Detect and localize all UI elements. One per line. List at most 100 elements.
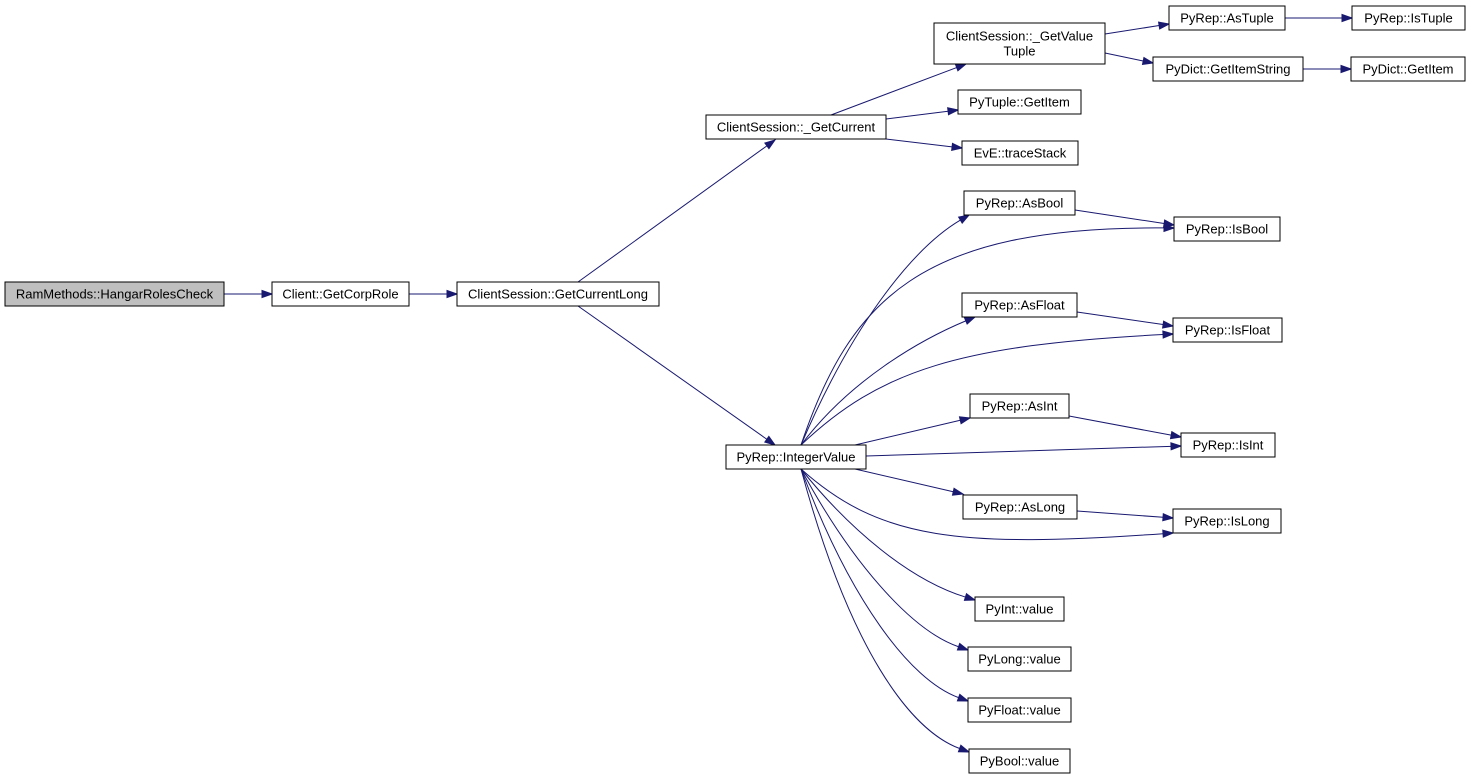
edge-line (800, 227, 1165, 446)
node-label: Client::GetCorpRole (282, 287, 398, 302)
edge-line (854, 468, 954, 493)
function-node[interactable]: PyRep::IsInt (1180, 432, 1276, 458)
function-node[interactable]: PyRep::IsBool (1173, 216, 1281, 242)
function-node[interactable]: PyTuple::GetItem (957, 89, 1082, 115)
edge-n11-n15 (800, 330, 1175, 446)
node-label: PyBool::value (980, 754, 1060, 769)
edge-arrowhead (954, 63, 968, 72)
node-box (271, 281, 410, 307)
node-label: PyDict::GetItemString (1166, 62, 1291, 77)
node-box (1172, 317, 1283, 343)
node-box (1168, 5, 1286, 31)
node-box (961, 292, 1078, 318)
node-label: PyRep::IsTuple (1364, 11, 1452, 26)
node-box (967, 646, 1072, 672)
edge-n11-n21 (800, 468, 970, 651)
edge-line (800, 334, 1164, 446)
edge-arrowhead (958, 416, 972, 425)
edge-arrowhead (1162, 513, 1175, 522)
edge-n11-n14 (800, 316, 977, 446)
edge-n11-n22 (800, 468, 970, 702)
function-node[interactable]: ClientSession::GetCurrentLong (456, 281, 660, 307)
node-box (1351, 5, 1466, 31)
edge-line (1074, 209, 1165, 224)
node-box (933, 22, 1106, 65)
function-node[interactable]: PyRep::AsBool (963, 190, 1076, 216)
node-label: PyRep::IsFloat (1185, 323, 1271, 338)
edge-n11-n17 (865, 442, 1183, 457)
edge-arrowhead (261, 289, 274, 299)
edge-arrowhead (956, 693, 970, 702)
node-box (974, 596, 1065, 622)
node-box (1173, 216, 1281, 242)
edge-n11-n23 (800, 468, 971, 753)
edge-arrowhead (1170, 442, 1183, 451)
edge-n14-n15 (1076, 311, 1175, 329)
edge-line (577, 145, 768, 283)
node-box (1350, 56, 1466, 82)
node-label: ClientSession::GetCurrentLong (468, 287, 648, 302)
edge-arrowhead (963, 592, 977, 601)
node-box (725, 444, 867, 470)
node-box (1152, 56, 1304, 82)
edge-line (865, 445, 1172, 457)
edge-n12-n13 (1074, 209, 1176, 228)
edge-arrowhead (764, 139, 777, 150)
function-node[interactable]: PyDict::GetItem (1350, 56, 1466, 82)
function-node[interactable]: PyRep::IsFloat (1172, 317, 1283, 343)
node-label: PyRep::AsLong (975, 500, 1065, 515)
function-node[interactable]: EvE::traceStack (961, 140, 1079, 166)
function-node[interactable]: PyRep::AsTuple (1168, 5, 1286, 31)
function-node[interactable]: PyBool::value (968, 748, 1071, 774)
edge-line (854, 419, 961, 446)
node-box (4, 281, 225, 307)
function-node[interactable]: PyDict::GetItemString (1152, 56, 1304, 82)
node-label: PyDict::GetItem (1362, 62, 1453, 77)
function-node[interactable]: PyFloat::value (967, 697, 1072, 723)
edge-n11-n16 (854, 416, 972, 446)
node-box (969, 393, 1070, 419)
edge-line (800, 468, 966, 598)
edge-n3-n10 (885, 138, 964, 151)
function-node[interactable]: PyRep::IsLong (1172, 508, 1282, 534)
function-node[interactable]: PyRep::IsTuple (1351, 5, 1466, 31)
edge-arrowhead (1341, 13, 1354, 23)
edge-arrowhead (446, 289, 459, 299)
function-node[interactable]: Client::GetCorpRole (271, 281, 410, 307)
edge-n3-n4 (830, 63, 968, 116)
edge-line (800, 320, 966, 446)
edge-n11-n19 (800, 468, 1175, 541)
edge-arrowhead (1162, 330, 1175, 339)
node-box (1172, 508, 1282, 534)
node-box (962, 494, 1078, 520)
node-label: PyTuple::GetItem (969, 95, 1070, 110)
function-node[interactable]: PyRep::AsLong (962, 494, 1078, 520)
function-node[interactable]: PyRep::IntegerValue (725, 444, 867, 470)
node-label: ClientSession::_GetCurrent (717, 120, 876, 135)
function-node[interactable]: PyRep::AsInt (969, 393, 1070, 419)
node-label: PyRep::IntegerValue (737, 450, 856, 465)
node-label: PyRep::IsBool (1186, 222, 1268, 237)
node-label: PyRep::AsFloat (974, 298, 1065, 313)
function-node[interactable]: ClientSession::_GetCurrent (705, 114, 887, 140)
edge-n3-n9 (885, 107, 960, 120)
edge-n2-n11 (577, 305, 777, 446)
edge-line (1104, 25, 1160, 35)
edge-n7-n8 (1303, 64, 1353, 74)
edge-n11-n18 (854, 468, 965, 496)
function-node[interactable]: PyRep::AsFloat (961, 292, 1078, 318)
node-label: PyFloat::value (978, 703, 1060, 718)
function-node[interactable]: PyLong::value (967, 646, 1072, 672)
edge-arrowhead (1157, 21, 1171, 30)
edge-n11-n12 (800, 214, 971, 446)
edge-arrowhead (951, 487, 965, 496)
edge-line (830, 67, 957, 116)
edge-line (1076, 510, 1164, 518)
function-node[interactable]: PyInt::value (974, 596, 1065, 622)
edge-n16-n17 (1068, 415, 1183, 440)
node-box (1180, 432, 1276, 458)
edge-line (800, 468, 959, 699)
